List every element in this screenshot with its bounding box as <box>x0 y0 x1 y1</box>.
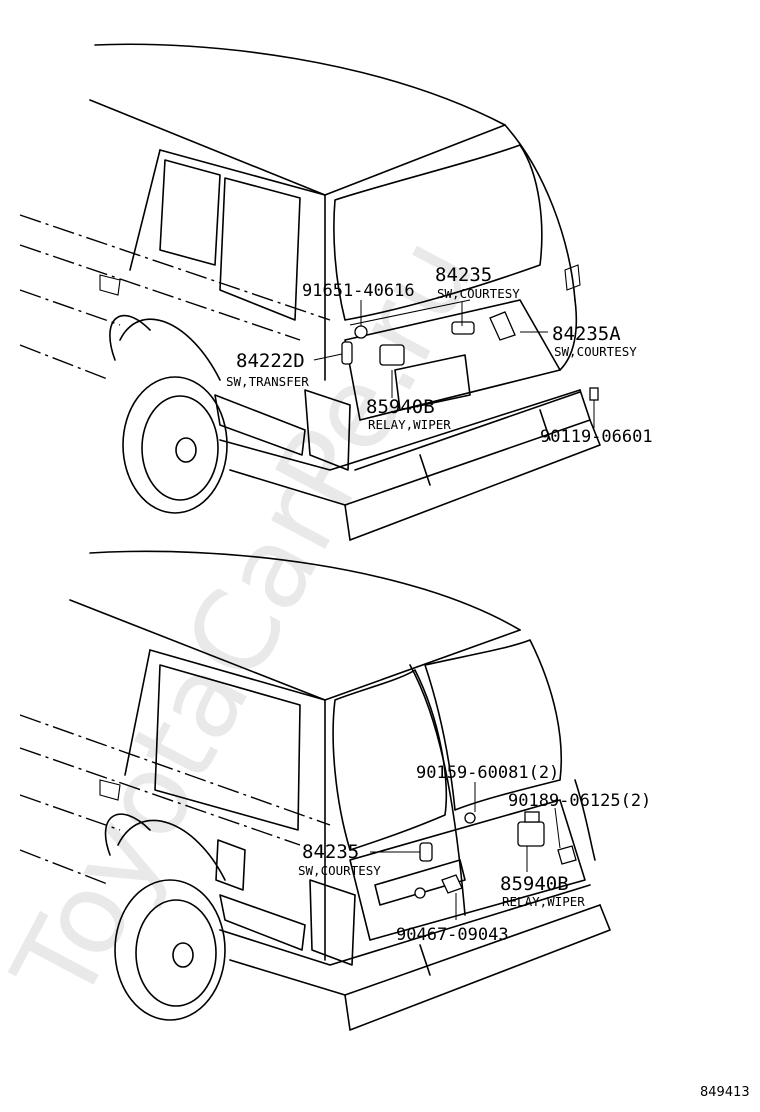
bottom-leader-lines <box>370 782 561 920</box>
callout-desc-84235a: SW,COURTESY <box>554 344 637 359</box>
callout-part-84235-bottom: 84235 <box>302 841 359 863</box>
callout-part-85940b-bottom: 85940B <box>500 873 569 895</box>
callout-desc-85940b-bottom: RELAY,WIPER <box>502 894 585 909</box>
top-vehicle-drawing <box>19 43 601 541</box>
callout-part-90159-60081: 90159-60081(2) <box>416 763 559 783</box>
callout-desc-85940b-top: RELAY,WIPER <box>368 417 451 432</box>
top-leader-lines <box>313 300 595 428</box>
callout-part-90467-09043: 90467-09043 <box>396 925 509 945</box>
callout-part-90119-06601: 90119-06601 <box>540 427 653 447</box>
callout-desc-84235-bottom: SW,COURTESY <box>298 863 381 878</box>
callout-part-85940b-top: 85940B <box>366 396 435 418</box>
top-parts <box>341 311 599 401</box>
reference-number: 849413 <box>700 1085 750 1100</box>
callout-part-84222d: 84222D <box>236 350 305 372</box>
callout-part-84235a: 84235A <box>552 323 621 345</box>
bottom-parts <box>414 811 577 899</box>
callout-desc-84235: SW,COURTESY <box>437 286 520 301</box>
top-callouts: 84235 SW,COURTESY 91651-40616 84235A SW,… <box>226 264 653 447</box>
callout-desc-84222d: SW,TRANSFER <box>226 374 309 389</box>
callout-part-91651-40616: 91651-40616 <box>302 281 415 301</box>
callout-part-90189-06125: 90189-06125(2) <box>508 791 651 811</box>
bottom-vehicle-drawing <box>19 550 611 1031</box>
callout-part-84235: 84235 <box>435 264 492 286</box>
watermark: ToyotaCarPe.ru <box>0 217 500 1023</box>
bottom-callouts: 90159-60081(2) 90189-06125(2) 84235 SW,C… <box>298 763 651 945</box>
